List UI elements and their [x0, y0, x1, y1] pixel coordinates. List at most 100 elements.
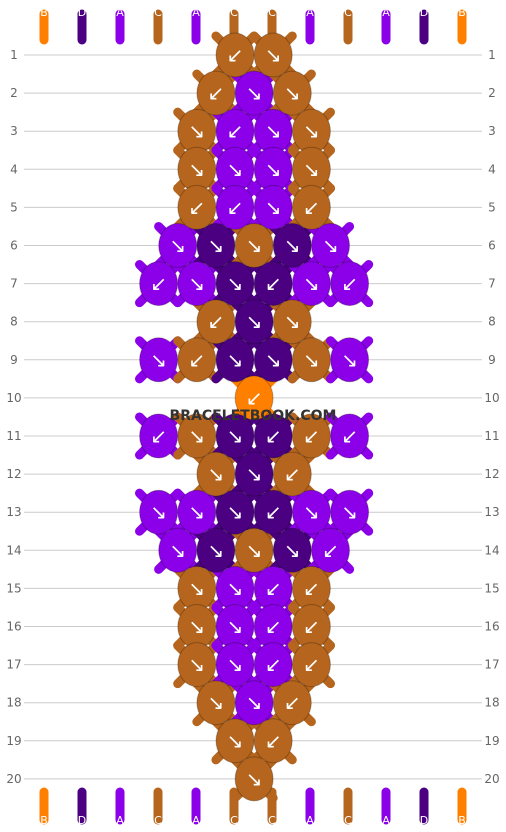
row-number-left: 7 — [10, 277, 18, 291]
row-number-right: 4 — [488, 162, 496, 176]
knot: ↙ — [177, 184, 217, 230]
knot: ↘ — [177, 146, 217, 192]
knot-arrow-icon: ↘ — [188, 119, 205, 143]
knot-arrow-icon: ↙ — [284, 691, 301, 715]
knot-grid: ↙↘↙↘↘↘↙↘↘↘↘↘↘↙↙↘↙↘↘↘↘↘↙↘↘↙↘↙↙↘↘↘↙↘↘↘↘↙↙↘… — [139, 32, 370, 802]
knot-arrow-icon: ↘ — [284, 81, 301, 105]
knot: ↘ — [215, 146, 255, 192]
knot-oval — [253, 184, 293, 230]
bottom-string-label: A — [306, 814, 314, 827]
knot-oval — [253, 32, 293, 78]
knot-arrow-icon: ↘ — [284, 538, 301, 562]
knot-oval — [196, 527, 236, 573]
knot-oval — [234, 756, 274, 802]
row-number-right: 12 — [484, 467, 499, 481]
knot-arrow-icon: ↙ — [303, 195, 320, 219]
knot: ↙ — [291, 565, 331, 611]
knot-oval — [291, 337, 331, 383]
row-number-left: 4 — [10, 162, 18, 176]
knot: ↙ — [253, 565, 293, 611]
knot: ↙ — [291, 642, 331, 688]
knot-arrow-icon: ↘ — [303, 348, 320, 372]
bottom-string-label: B — [458, 814, 466, 827]
knot-arrow-icon: ↘ — [169, 538, 186, 562]
knot: ↘ — [272, 223, 312, 268]
knot-oval — [139, 489, 179, 535]
knot-arrow-icon: ↘ — [208, 234, 225, 258]
knot-arrow-icon: ↘ — [303, 272, 320, 296]
knot: ↙ — [215, 184, 255, 230]
top-string-label: A — [116, 6, 124, 19]
row-number-right: 20 — [484, 772, 499, 786]
knot-arrow-icon: ↘ — [188, 424, 205, 448]
knot-oval — [272, 680, 312, 726]
knot-arrow-icon: ↘ — [246, 81, 263, 105]
knot: ↘ — [234, 451, 274, 497]
row-number-left: 16 — [6, 620, 21, 634]
knot-oval — [330, 337, 370, 383]
knot-arrow-icon: ↙ — [341, 424, 358, 448]
row-number-right: 7 — [488, 277, 496, 291]
knot: ↘ — [177, 604, 217, 649]
knot-oval — [311, 527, 350, 573]
knot-arrow-icon: ↘ — [265, 157, 282, 181]
knot: ↙ — [139, 261, 179, 307]
knot: ↙ — [196, 70, 236, 116]
knot: ↙ — [253, 489, 293, 535]
knot-arrow-icon: ↘ — [227, 729, 244, 753]
knot-arrow-icon: ↘ — [265, 119, 282, 143]
row-number-right: 14 — [484, 543, 499, 557]
row-number-left: 19 — [6, 734, 21, 748]
knot-arrow-icon: ↙ — [227, 195, 244, 219]
knot-arrow-icon: ↘ — [246, 310, 263, 334]
knot-arrow-icon: ↘ — [303, 157, 320, 181]
knot-arrow-icon: ↘ — [246, 538, 263, 562]
knot-oval — [253, 642, 293, 688]
knot-oval — [215, 261, 255, 307]
knot-arrow-icon: ↘ — [150, 500, 167, 524]
knot: ↘ — [291, 108, 331, 154]
knot-arrow-icon: ↙ — [227, 119, 244, 143]
knot: ↘ — [215, 642, 255, 688]
row-number-right: 8 — [488, 315, 496, 329]
row-number-left: 18 — [6, 696, 21, 710]
knot: ↙ — [253, 413, 293, 459]
knot: ↘ — [196, 223, 236, 268]
knot-arrow-icon: ↘ — [265, 195, 282, 219]
knot-arrow-icon: ↘ — [284, 310, 301, 334]
row-number-left: 14 — [6, 543, 21, 557]
row-number-right: 1 — [488, 48, 496, 62]
knot-oval — [234, 299, 274, 345]
bottom-string-label: A — [382, 814, 390, 827]
bottom-string-label: D — [78, 814, 86, 827]
row-number-right: 17 — [484, 658, 499, 672]
knot-oval — [234, 527, 274, 573]
knot: ↘ — [177, 642, 217, 688]
knot: ↘ — [253, 184, 293, 230]
knot-oval — [177, 413, 217, 459]
knot: ↘ — [253, 337, 293, 383]
knot-arrow-icon: ↙ — [188, 348, 205, 372]
top-string-label: B — [458, 6, 466, 19]
knot: ↙ — [215, 32, 255, 78]
bottom-string-label: C — [344, 814, 352, 827]
knot: ↘ — [139, 337, 179, 383]
knot: ↙ — [291, 413, 331, 459]
knot-arrow-icon: ↙ — [303, 424, 320, 448]
row-number-left: 9 — [10, 353, 18, 367]
knot-arrow-icon: ↙ — [265, 500, 282, 524]
knot: ↘ — [196, 451, 236, 497]
knot: ↘ — [253, 108, 293, 154]
knot: ↘ — [272, 527, 312, 573]
site-watermark: BRACELETBOOK.COM — [170, 408, 337, 424]
row-number-right: 10 — [484, 391, 499, 405]
knot-arrow-icon: ↙ — [303, 653, 320, 677]
knot: ↘ — [291, 337, 331, 383]
knot: ↙ — [330, 413, 370, 459]
knot: ↙ — [291, 184, 331, 230]
knot-oval — [253, 718, 293, 764]
knot-arrow-icon: ↘ — [303, 119, 320, 143]
row-number-left: 11 — [6, 429, 21, 443]
top-string-label: C — [344, 6, 352, 19]
